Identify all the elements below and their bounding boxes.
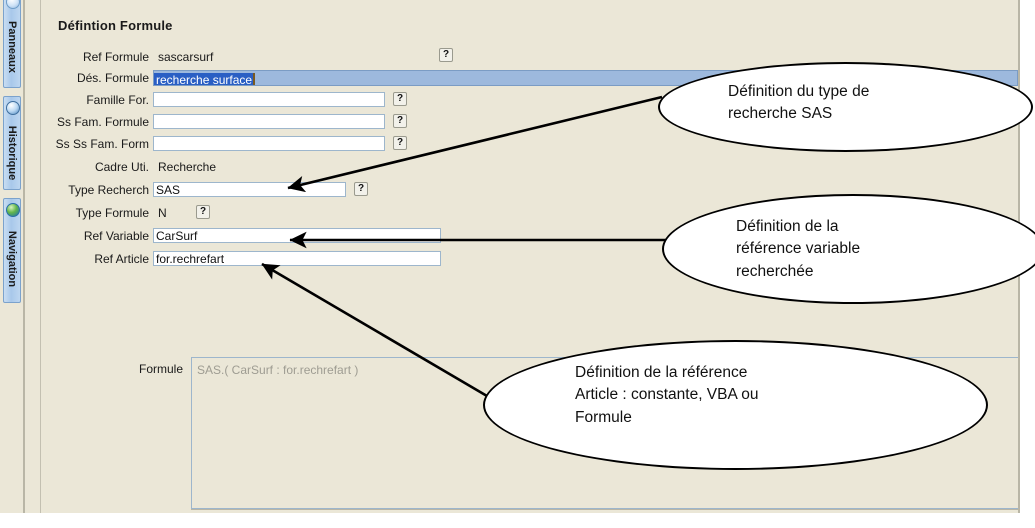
tabstrip-divider [23, 0, 25, 513]
label-ref-article: Ref Article [94, 252, 149, 266]
input-formule[interactable]: SAS.( CarSurf : for.rechrefart ) [191, 357, 1018, 509]
sidebar-tab-navigation-label: Navigation [6, 230, 18, 288]
sidebar-tab-panneaux[interactable]: Panneaux [3, 0, 21, 88]
input-type-recherch[interactable]: SAS [153, 182, 346, 197]
label-ref-formule: Ref Formule [82, 50, 149, 64]
label-des-formule: Dés. Formule [76, 71, 149, 85]
label-ss-fam-formule: Ss Fam. Formule [56, 115, 149, 129]
label-famille-for: Famille For. [86, 93, 149, 107]
label-cadre-uti: Cadre Uti. [94, 160, 149, 174]
help-icon-type-formule[interactable]: ? [196, 205, 210, 219]
help-icon-ss-ss-fam-form[interactable]: ? [393, 136, 407, 150]
value-type-formule: N [158, 206, 167, 220]
input-ss-ss-fam-form[interactable] [153, 136, 385, 151]
label-ss-ss-fam-form: Ss Ss Fam. Form [55, 137, 149, 151]
input-ss-fam-formule[interactable] [153, 114, 385, 129]
value-ref-formule: sascarsurf [158, 50, 214, 64]
clock-history-icon [6, 101, 20, 115]
help-icon-ss-fam-formule[interactable]: ? [393, 114, 407, 128]
panel-icon [6, 0, 20, 9]
input-ref-article[interactable]: for.rechrefart [153, 251, 441, 266]
sidebar-tab-panneaux-label: Panneaux [6, 21, 18, 73]
label-type-formule: Type Formule [75, 206, 149, 220]
help-icon-ref-formule[interactable]: ? [439, 48, 453, 62]
left-tab-strip: Panneaux Historique Navigation [0, 0, 23, 513]
page-title: Défintion Formule [58, 18, 173, 33]
input-des-formule[interactable]: recherche surface [153, 70, 1018, 86]
application-window: Panneaux Historique Navigation Défintion… [0, 0, 1035, 513]
input-ref-variable[interactable]: CarSurf [153, 228, 441, 243]
label-ref-variable: Ref Variable [83, 229, 149, 243]
sidebar-tab-historique-label: Historique [6, 125, 18, 181]
label-type-recherch: Type Recherch [68, 183, 149, 197]
value-cadre-uti: Recherche [158, 160, 217, 174]
input-formule-text: SAS.( CarSurf : for.rechrefart ) [197, 363, 359, 377]
panel-gap [25, 0, 40, 513]
help-icon-famille-for[interactable]: ? [393, 92, 407, 106]
right-white-margin [1020, 0, 1035, 513]
globe-icon [6, 203, 20, 217]
sidebar-tab-historique[interactable]: Historique [3, 96, 21, 190]
sidebar-tab-navigation[interactable]: Navigation [3, 198, 21, 303]
input-des-formule-selected-text: recherche surface [154, 73, 256, 85]
formula-definition-form: Défintion Formule Ref Formule sascarsurf… [41, 0, 1018, 513]
help-icon-type-recherch[interactable]: ? [354, 182, 368, 196]
label-formule: Formule [138, 362, 183, 376]
input-famille-for[interactable] [153, 92, 385, 107]
form-left-divider [40, 0, 41, 513]
